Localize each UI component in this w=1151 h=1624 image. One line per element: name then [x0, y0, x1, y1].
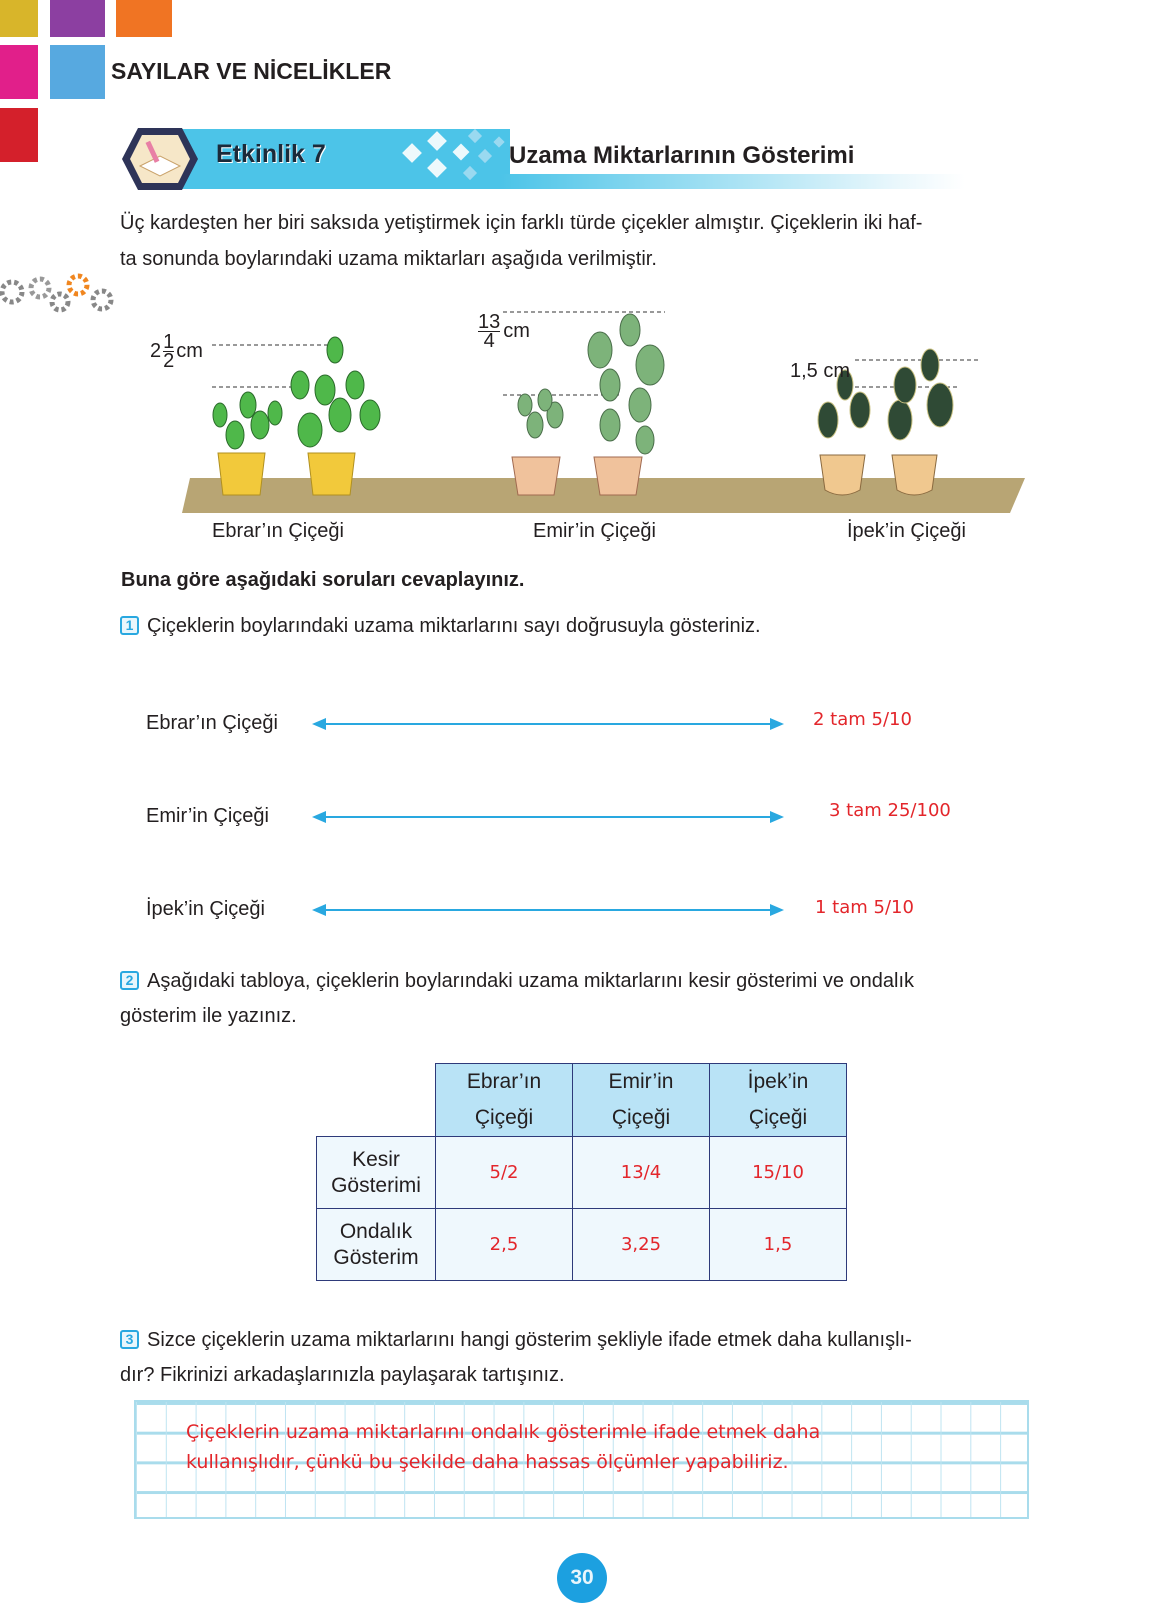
plants-illustration	[182, 311, 1025, 513]
unit: cm	[503, 320, 530, 342]
table-cell[interactable]: 2,5	[435, 1208, 573, 1281]
number-line[interactable]	[312, 900, 784, 920]
whole-part: 2	[150, 340, 162, 362]
question-2: 2 Aşağıdaki tabloya, çiçeklerin boylarınd…	[120, 970, 914, 993]
plant-label: Emir’in Çiçeği	[533, 520, 656, 542]
deco-square	[50, 45, 105, 99]
question-text: Sizce çiçeklerin uzama miktarlarını hang…	[147, 1329, 912, 1351]
table-cell[interactable]: 13/4	[572, 1136, 710, 1209]
question-number: 2	[120, 971, 139, 990]
empty-cell	[316, 1063, 436, 1137]
gears-icon	[0, 273, 114, 313]
deco-square	[50, 0, 105, 37]
page-number: 30	[557, 1553, 607, 1603]
activity-title: Uzama Miktarlarının Gösterimi	[509, 142, 855, 169]
unit: cm	[176, 340, 203, 362]
deco-square	[0, 108, 38, 162]
intro-text: ta sonunda boylarındaki uzama miktarları…	[120, 248, 657, 270]
denominator: 4	[483, 330, 495, 352]
question-3-cont: dır? Fikrinizi arkadaşlarınızla paylaşar…	[120, 1364, 565, 1386]
number-line-label: İpek’in Çiçeği	[146, 898, 265, 920]
table-cell[interactable]: 1,5	[709, 1208, 847, 1281]
diamond-pattern-icon	[402, 128, 505, 181]
table-cell[interactable]: 15/10	[709, 1136, 847, 1209]
question-number: 3	[120, 1330, 139, 1349]
answer-text: 2 tam 5/10	[813, 709, 912, 730]
answer-grid[interactable]	[134, 1400, 1029, 1519]
answer-text: 1 tam 5/10	[815, 897, 914, 918]
intro-text: Üç kardeşten her biri saksıda yetiştirme…	[120, 212, 923, 234]
question-text: Aşağıdaki tabloya, çiçeklerin boylarında…	[147, 970, 915, 992]
activity-label: Etkinlik 7	[216, 140, 326, 168]
number-line[interactable]	[312, 807, 784, 827]
question-2-cont: gösterim ile yazınız.	[120, 1005, 297, 1027]
answer-text: Çiçeklerin uzama miktarlarını ondalık gö…	[186, 1421, 821, 1443]
number-line[interactable]	[312, 714, 784, 734]
activity-banner: Etkinlik 7 Uzama Miktarlarının Gösterimi	[120, 126, 965, 192]
answer-text: 3 tam 25/100	[829, 800, 951, 821]
question-1: 1 Çiçeklerin boylarındaki uzama miktarlar…	[120, 615, 761, 638]
section-title: SAYILAR VE NİCELİKLER	[111, 58, 392, 84]
plant-label: Ebrar’ın Çiçeği	[212, 520, 344, 542]
number-line-label: Ebrar’ın Çiçeği	[146, 712, 278, 734]
question-3: 3 Sizce çiçeklerin uzama miktarlarını han…	[120, 1329, 912, 1352]
plant-label: İpek’in Çiçeği	[847, 520, 966, 542]
deco-square	[0, 0, 38, 37]
instruction: Buna göre aşağıdaki soruları cevaplayını…	[121, 569, 525, 591]
number-line-label: Emir’in Çiçeği	[146, 805, 269, 827]
denominator: 2	[163, 350, 175, 372]
book-icon	[122, 128, 198, 190]
deco-square	[0, 45, 38, 99]
question-number: 1	[120, 616, 139, 635]
numerator: 1	[163, 331, 175, 353]
ipek-measure: 1,5 cm	[790, 360, 851, 382]
question-text: Çiçeklerin boylarındaki uzama miktarları…	[147, 615, 761, 637]
table-cell[interactable]: 5/2	[435, 1136, 573, 1209]
answer-text: kullanışlıdır, çünkü bu şekilde daha has…	[186, 1451, 789, 1473]
numerator: 13	[478, 311, 501, 333]
table-cell[interactable]: 3,25	[572, 1208, 710, 1281]
deco-square	[116, 0, 172, 37]
